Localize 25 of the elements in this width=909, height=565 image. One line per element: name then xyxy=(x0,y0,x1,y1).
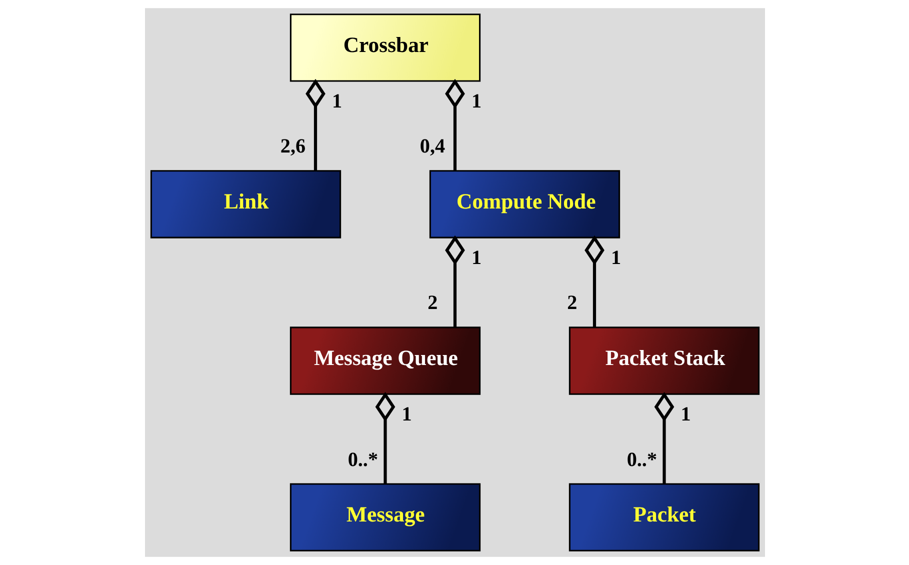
node-box: Compute Node xyxy=(428,170,620,238)
label: 1 xyxy=(470,90,482,112)
label: 2,6 xyxy=(280,136,306,158)
label: 0..* xyxy=(626,448,657,471)
node-box: Message xyxy=(289,483,480,552)
label: 2 xyxy=(566,292,577,314)
node-box: Packet Stack xyxy=(568,326,760,395)
label: 1 xyxy=(610,246,621,269)
label: 1 xyxy=(680,403,690,426)
connector xyxy=(584,235,604,328)
node-box: Link xyxy=(150,170,341,238)
connector xyxy=(374,392,395,484)
label: 2 xyxy=(427,292,438,314)
node-box: Crossbar xyxy=(289,14,480,82)
connector xyxy=(444,78,464,171)
connector xyxy=(654,392,674,484)
label: 1 xyxy=(470,246,482,269)
label: 1 xyxy=(331,90,342,112)
label: 0,4 xyxy=(419,136,445,158)
node-box: Message Queue xyxy=(289,326,480,395)
label: 1 xyxy=(401,403,412,426)
node-box: Packet xyxy=(568,483,760,552)
connector xyxy=(305,78,325,171)
connector xyxy=(444,235,464,328)
label: 0..* xyxy=(347,448,378,471)
